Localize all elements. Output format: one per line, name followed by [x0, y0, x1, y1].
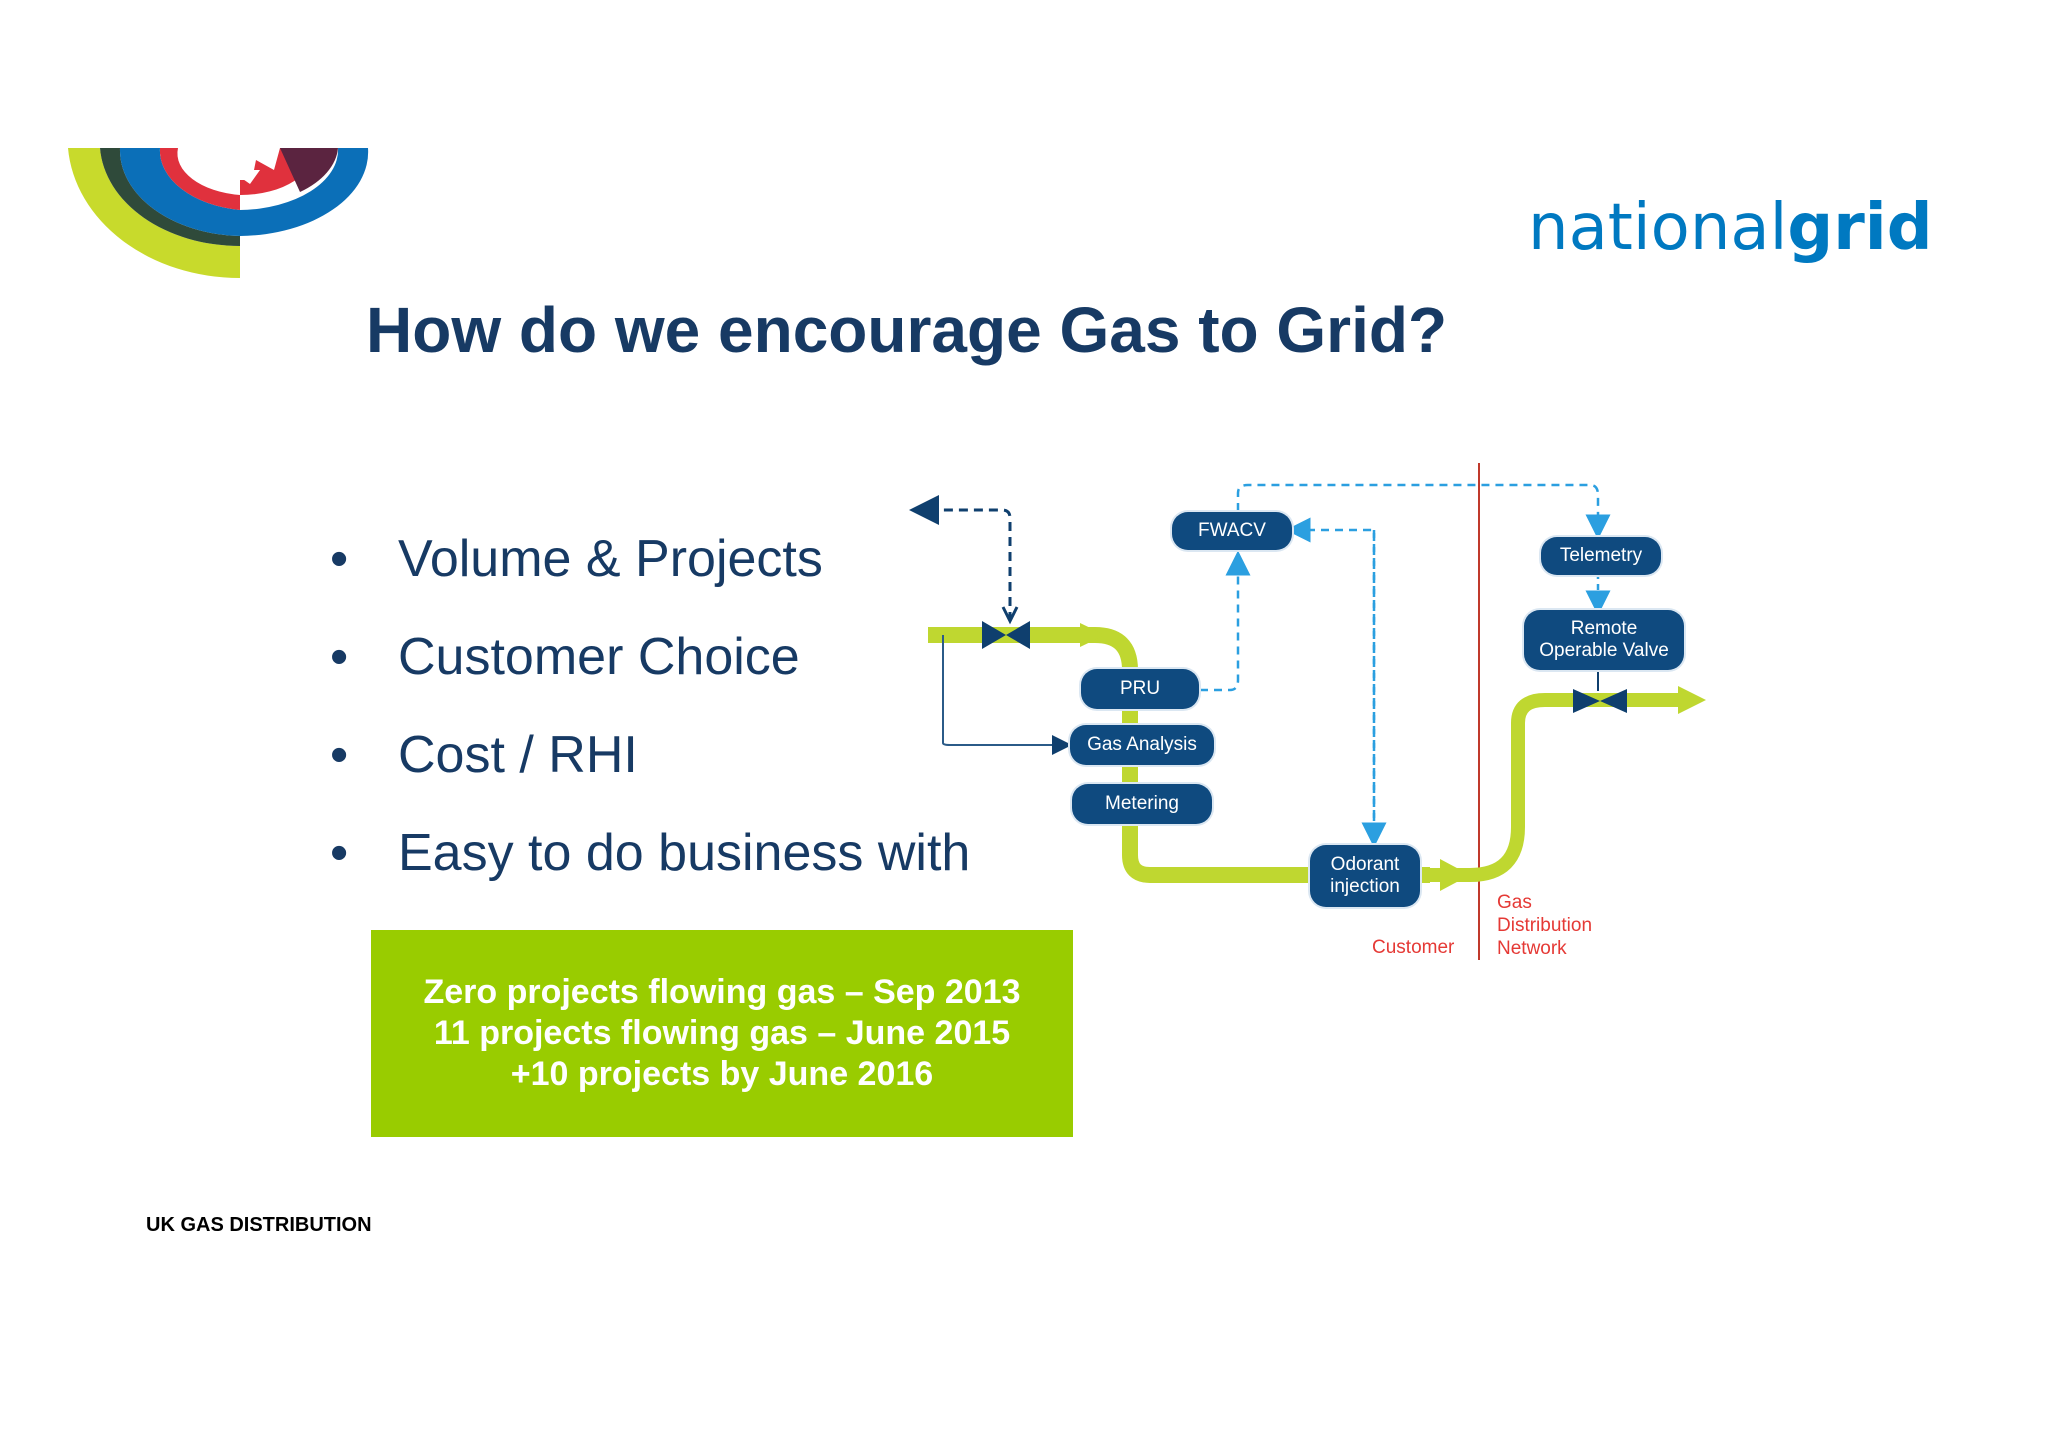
- fwacv-node: FWACV: [1172, 512, 1292, 550]
- bullet-text: Customer Choice: [398, 628, 800, 686]
- remote-valve-label-line2: Operable Valve: [1539, 640, 1669, 661]
- gas-to-grid-diagram: FWACV Telemetry Remote Operable Valve PR…: [900, 455, 1720, 975]
- page-title: How do we encourage Gas to Grid?: [366, 294, 1448, 366]
- logo-text-national: national: [1528, 191, 1788, 265]
- highlight-line: 11 projects flowing gas – June 2015: [433, 1014, 1011, 1052]
- bullet-icon: •: [330, 530, 349, 588]
- telemetry-node: Telemetry: [1541, 537, 1661, 575]
- diagram-connectors: [909, 463, 1706, 960]
- bullet-icon: •: [330, 628, 349, 686]
- gas-analysis-label: Gas Analysis: [1087, 734, 1197, 755]
- bullet-icon: •: [330, 824, 349, 882]
- pru-label: PRU: [1119, 678, 1161, 699]
- customer-label: Customer: [1372, 937, 1455, 958]
- pru-node: PRU: [1081, 669, 1199, 709]
- bullet-text: Easy to do business with: [398, 824, 971, 882]
- remote-operable-valve-node: Remote Operable Valve: [1524, 610, 1684, 670]
- telemetry-label: Telemetry: [1559, 545, 1643, 566]
- gas-analysis-node: Gas Analysis: [1070, 725, 1214, 765]
- metering-label: Metering: [1105, 793, 1179, 814]
- odorant-injection-node: Odorant injection: [1310, 845, 1420, 907]
- odorant-label-line1: Odorant: [1330, 854, 1400, 875]
- highlight-line: Zero projects flowing gas – Sep 2013: [423, 973, 1021, 1011]
- highlight-box: Zero projects flowing gas – Sep 2013 11 …: [371, 930, 1073, 1137]
- remote-valve-label-line1: Remote: [1570, 618, 1638, 639]
- footer-label: UK GAS DISTRIBUTION: [146, 1214, 372, 1236]
- national-grid-logo: nationalgrid: [1528, 196, 1933, 260]
- metering-node: Metering: [1072, 784, 1212, 824]
- fwacv-label: FWACV: [1198, 520, 1266, 541]
- bullet-icon: •: [330, 726, 349, 784]
- bullet-text: Cost / RHI: [398, 726, 638, 784]
- gdn-label-line1: Gas: [1497, 892, 1532, 913]
- logo-text-grid: grid: [1787, 191, 1933, 265]
- decorative-arcs-icon: [68, 148, 369, 279]
- gdn-label-line3: Network: [1497, 938, 1567, 959]
- bullet-text: Volume & Projects: [398, 530, 823, 588]
- highlight-line: +10 projects by June 2016: [510, 1055, 934, 1093]
- odorant-label-line2: injection: [1330, 876, 1400, 897]
- gdn-label-line2: Distribution: [1497, 915, 1593, 936]
